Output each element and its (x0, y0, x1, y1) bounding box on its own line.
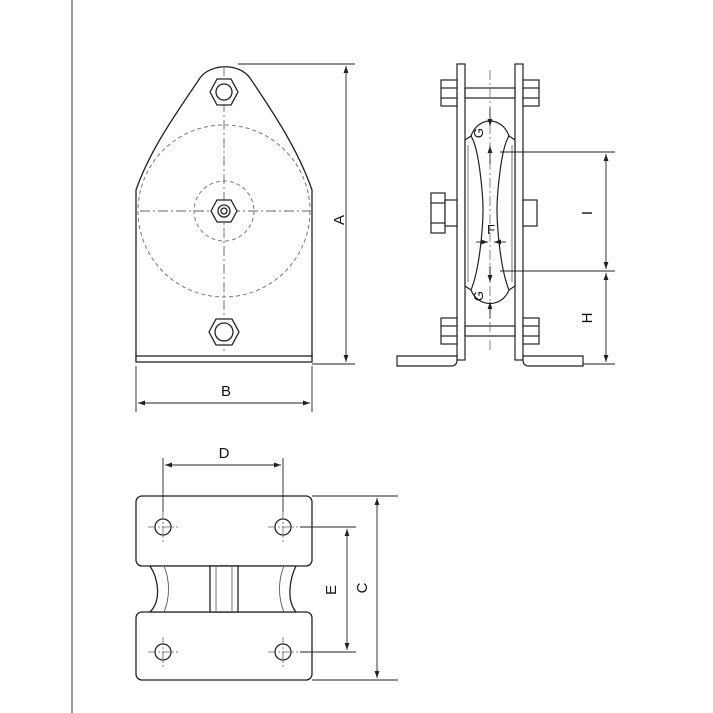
top-view (135, 495, 313, 681)
side-left-plate (456, 63, 466, 361)
label-D: D (219, 445, 230, 462)
dimension-B (135, 366, 313, 412)
side-right-plate (514, 63, 524, 361)
front-center-bolt-inner (220, 207, 228, 215)
label-G-bottom: G (471, 291, 486, 301)
label-A: A (331, 215, 348, 225)
side-top-nut-left (440, 79, 458, 107)
label-E: E (323, 585, 340, 595)
label-B: B (221, 383, 231, 400)
label-H: H (579, 313, 596, 324)
side-sheave-profile (464, 135, 484, 291)
dimension-I (500, 151, 615, 272)
front-top-bolt-circle (215, 83, 233, 101)
side-right-foot (522, 355, 584, 367)
label-I: I (579, 211, 596, 215)
side-bottom-nut-left (440, 317, 458, 345)
dimension-D (162, 458, 284, 512)
side-left-foot (396, 355, 458, 367)
label-C: C (354, 582, 371, 593)
side-bottom-nut-right (522, 317, 540, 345)
top-view-hub (209, 565, 239, 613)
front-view (135, 66, 313, 363)
label-G-top: G (471, 128, 486, 138)
front-center-bolt-circle (217, 204, 231, 218)
dimension-C (312, 495, 398, 681)
dimension-A (238, 63, 355, 365)
front-base-bar (135, 355, 313, 363)
dimension-H (583, 273, 615, 365)
side-view (396, 63, 584, 367)
side-top-nut-right (522, 79, 540, 107)
label-F: F (487, 222, 495, 237)
side-axle-nut-right (522, 199, 538, 227)
dimension-E (300, 526, 356, 653)
front-bottom-bolt-circle (214, 322, 234, 342)
side-axle-nut-left (430, 192, 446, 234)
